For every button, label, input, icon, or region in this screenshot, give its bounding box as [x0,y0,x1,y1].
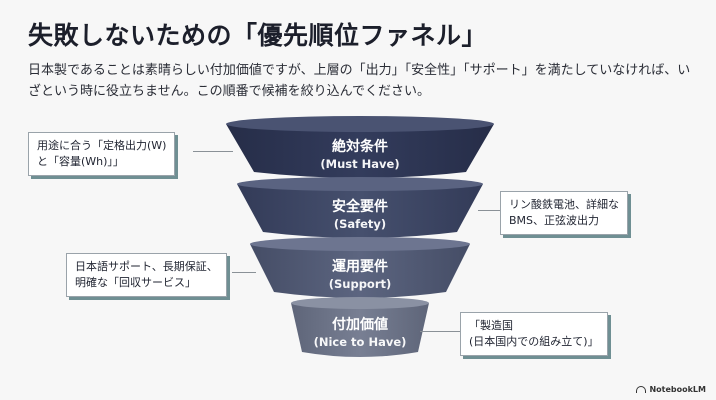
callout-text: (日本国内での組み立て)」 [469,335,599,348]
callout-text: BMS、正弦波出力 [509,214,600,227]
page-subtitle: 日本製であることは素晴らしい付加価値ですが、上層の「出力」「安全性」「サポート」… [28,63,691,99]
callout-text: 「製造国 [469,319,513,332]
stage-name: 安全要件 [332,199,388,215]
callout-must-have: 用途に合う「定格出力(W) と「容量(Wh)」」 [28,132,176,176]
funnel-stage-safety [237,177,483,238]
stage-label-support: 運用要件 (Support) [280,258,440,292]
stage-name: 付加価値 [332,317,388,333]
logo-text: NotebookLM [649,385,706,394]
funnel-stage-must-have [226,116,494,178]
callout-text: 日本語サポート、長期保証、 [75,260,218,273]
stage-sub: (Support) [328,277,392,291]
stage-sub: (Nice to Have) [313,335,407,349]
callout-support: 日本語サポート、長期保証、 明確な「回収サービス」 [66,253,227,297]
callout-nice-to-have: 「製造国 (日本国内での組み立て)」 [460,312,608,356]
funnel-stage-nice-to-have [291,297,429,357]
stage-label-must-have: 絶対条件 (Must Have) [280,138,440,172]
stage-label-nice-to-have: 付加価値 (Nice to Have) [280,316,440,350]
callout-text: 用途に合う「定格出力(W) [37,139,167,152]
notebooklm-logo-icon [636,386,647,393]
stage-sub: (Safety) [333,217,387,231]
connector-line [193,151,233,152]
stage-label-safety: 安全要件 (Safety) [280,198,440,232]
callout-text: リン酸鉄電池、詳細な [509,198,619,211]
connector-line [420,331,460,332]
funnel-stage-support [250,237,470,298]
callout-safety: リン酸鉄電池、詳細な BMS、正弦波出力 [500,191,628,235]
connector-line [232,272,256,273]
page-title: 失敗しないための「優先順位ファネル」 [28,21,488,50]
stage-sub: (Must Have) [320,157,400,171]
stage-name: 絶対条件 [332,139,388,155]
stage-name: 運用要件 [332,259,388,275]
callout-text: 明確な「回収サービス」 [75,276,196,289]
notebooklm-logo: NotebookLM [636,385,706,394]
connector-line [478,210,500,211]
callout-text: と「容量(Wh)」」 [37,155,124,168]
